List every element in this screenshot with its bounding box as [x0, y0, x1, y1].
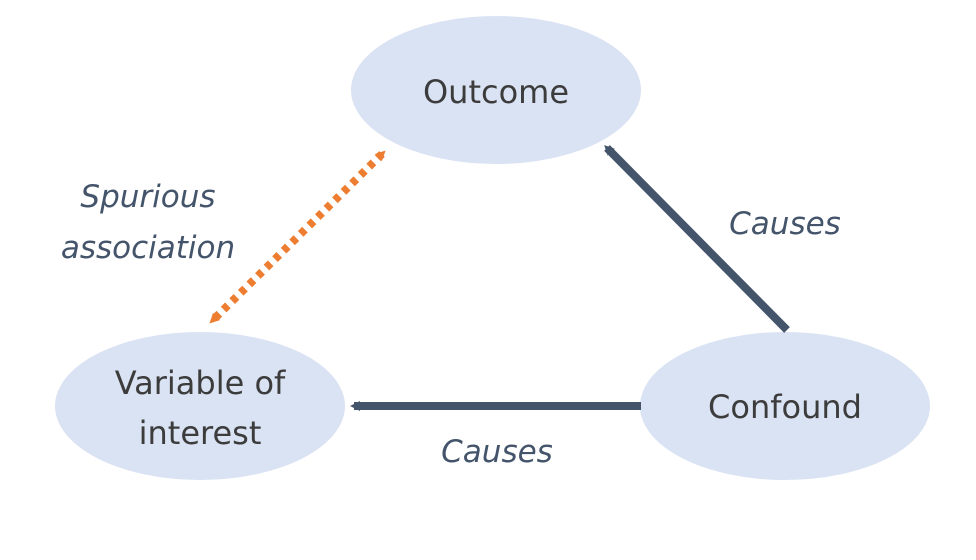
spurious-association-label-line2: association [61, 230, 235, 266]
spurious-association-arrow [209, 150, 386, 324]
confound-to-outcome-label: Causes [729, 206, 841, 242]
variable-of-interest-label-line1: Variable of [115, 364, 286, 402]
outcome-node [351, 16, 641, 164]
variable-of-interest-label-line2: interest [139, 414, 262, 452]
variable-of-interest-node [55, 332, 345, 480]
confound-node [640, 332, 930, 480]
confound-to-variable-label: Causes [441, 434, 553, 470]
spurious-association-label-line1: Spurious [80, 179, 215, 215]
confound-label: Confound [708, 388, 862, 426]
confound-to-outcome-arrow [604, 145, 790, 333]
outcome-label: Outcome [423, 73, 569, 111]
